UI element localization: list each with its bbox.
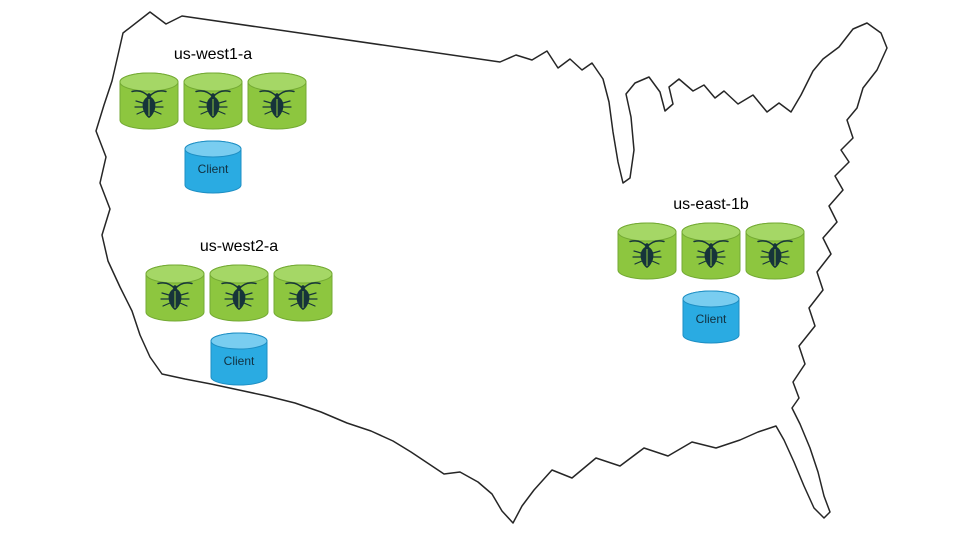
cockroach-icon [617,222,677,280]
cockroach-node-cylinder [681,222,741,280]
cockroach-icon [145,264,205,322]
region-us-east-1b: us-east-1b Client [616,196,806,344]
cockroach-icon [273,264,333,322]
client-label: Client [696,312,727,326]
client-label: Client [198,162,229,176]
node-row [119,72,307,130]
cockroach-icon [681,222,741,280]
region-us-west2-a: us-west2-a Client [144,238,334,386]
region-label: us-west1-a [173,46,253,63]
region-label: us-east-1b [673,196,749,213]
us-map-border-path [95,11,888,524]
node-row [617,222,805,280]
cockroach-node-cylinder [209,264,269,322]
cockroach-node-cylinder [745,222,805,280]
client-cylinder: Client [682,290,740,344]
client-cylinder: Client [184,140,242,194]
region-us-west1-a: us-west1-a Client [118,46,308,194]
region-label: us-west2-a [199,238,279,255]
cockroach-icon [209,264,269,322]
node-row [145,264,333,322]
cockroach-node-cylinder [145,264,205,322]
cockroach-node-cylinder [617,222,677,280]
client-label: Client [224,354,255,368]
cockroach-icon [247,72,307,130]
cockroach-icon [183,72,243,130]
cockroach-node-cylinder [119,72,179,130]
cockroach-node-cylinder [247,72,307,130]
cockroach-icon [745,222,805,280]
cockroach-icon [119,72,179,130]
cockroach-node-cylinder [183,72,243,130]
cockroach-node-cylinder [273,264,333,322]
client-cylinder: Client [210,332,268,386]
